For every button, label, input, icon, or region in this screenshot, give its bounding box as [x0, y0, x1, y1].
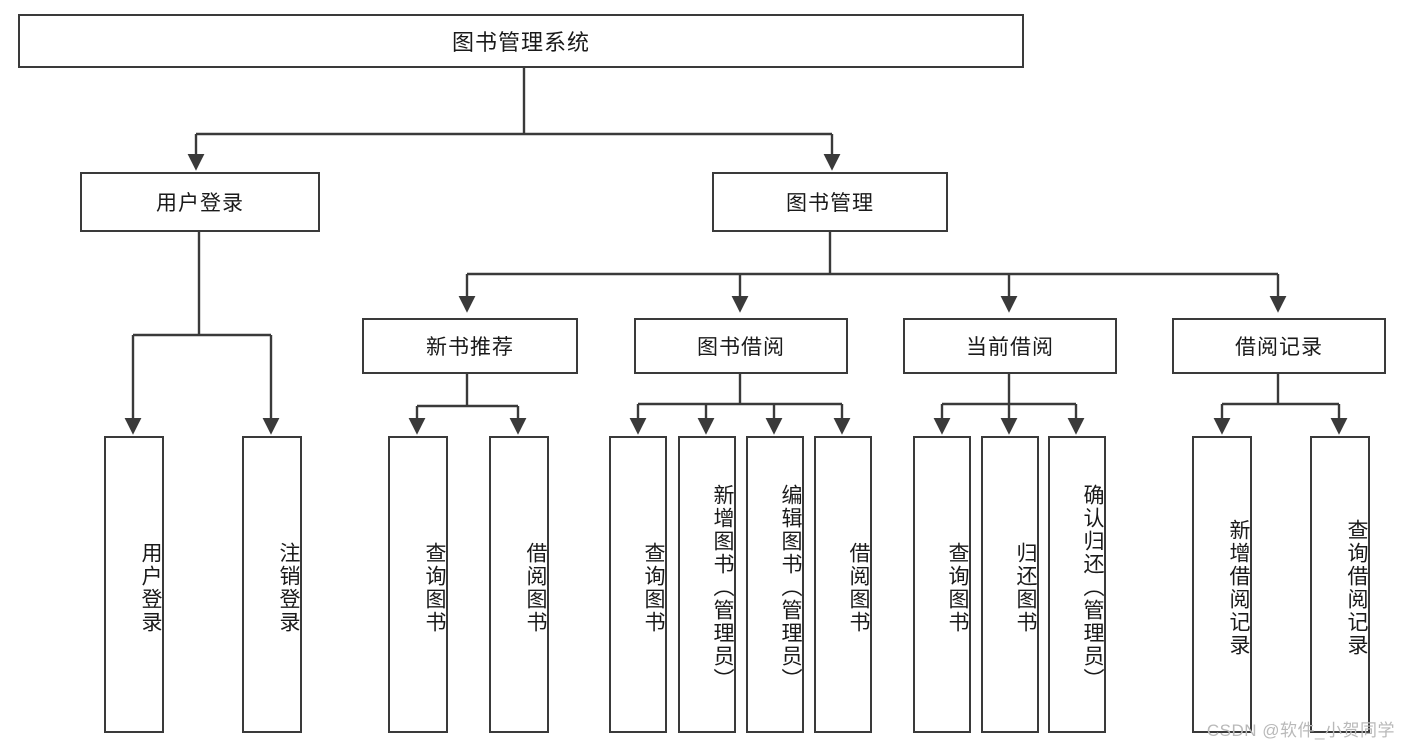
node-book-management[interactable]: 图书管理 [712, 172, 948, 232]
leaf-return-book[interactable]: 归还图书 [981, 436, 1039, 733]
leaf-query-borrow-record[interactable]: 查询借阅记录 [1310, 436, 1370, 733]
leaf-confirm-return-admin[interactable]: 确认归还（管理员） [1048, 436, 1106, 733]
leaf-borrow-book-recommend-label: 借阅图书 [524, 541, 547, 634]
node-user-login-label: 用户登录 [156, 192, 244, 215]
leaf-user-logout[interactable]: 注销登录 [242, 436, 302, 733]
leaf-query-book-borrow-label: 查询图书 [642, 541, 665, 634]
leaf-user-logout-label: 注销登录 [277, 541, 300, 634]
leaf-add-book-admin-label: 新增图书（管理员） [711, 484, 734, 691]
node-new-book-recommend[interactable]: 新书推荐 [362, 318, 578, 374]
leaf-edit-book-admin[interactable]: 编辑图书（管理员） [746, 436, 804, 733]
node-book-management-label: 图书管理 [786, 192, 874, 215]
node-book-borrow[interactable]: 图书借阅 [634, 318, 848, 374]
node-borrow-record-label: 借阅记录 [1235, 336, 1323, 359]
leaf-query-book-recommend[interactable]: 查询图书 [388, 436, 448, 733]
leaf-user-login-label: 用户登录 [139, 541, 162, 634]
node-user-login[interactable]: 用户登录 [80, 172, 320, 232]
leaf-query-book-recommend-label: 查询图书 [423, 541, 446, 634]
leaf-return-book-label: 归还图书 [1014, 541, 1037, 634]
leaf-edit-book-admin-label: 编辑图书（管理员） [779, 484, 802, 691]
watermark: CSDN @软件_小贺同学 [1206, 721, 1395, 740]
node-book-borrow-label: 图书借阅 [697, 336, 785, 359]
leaf-add-borrow-record-label: 新增借阅记录 [1227, 518, 1250, 657]
node-root-label: 图书管理系统 [451, 30, 590, 55]
node-borrow-record[interactable]: 借阅记录 [1172, 318, 1386, 374]
leaf-borrow-book-recommend[interactable]: 借阅图书 [489, 436, 549, 733]
node-current-borrow-label: 当前借阅 [966, 336, 1054, 359]
leaf-borrow-book-label: 借阅图书 [847, 541, 870, 634]
leaf-user-login[interactable]: 用户登录 [104, 436, 164, 733]
node-current-borrow[interactable]: 当前借阅 [903, 318, 1117, 374]
leaf-add-borrow-record[interactable]: 新增借阅记录 [1192, 436, 1252, 733]
leaf-confirm-return-admin-label: 确认归还（管理员） [1081, 484, 1104, 691]
leaf-query-borrow-record-label: 查询借阅记录 [1345, 518, 1368, 657]
node-new-book-recommend-label: 新书推荐 [426, 336, 514, 359]
leaf-query-book-borrow[interactable]: 查询图书 [609, 436, 667, 733]
node-root[interactable]: 图书管理系统 [18, 14, 1024, 68]
leaf-query-book-current[interactable]: 查询图书 [913, 436, 971, 733]
leaf-borrow-book[interactable]: 借阅图书 [814, 436, 872, 733]
leaf-add-book-admin[interactable]: 新增图书（管理员） [678, 436, 736, 733]
leaf-query-book-current-label: 查询图书 [946, 541, 969, 634]
